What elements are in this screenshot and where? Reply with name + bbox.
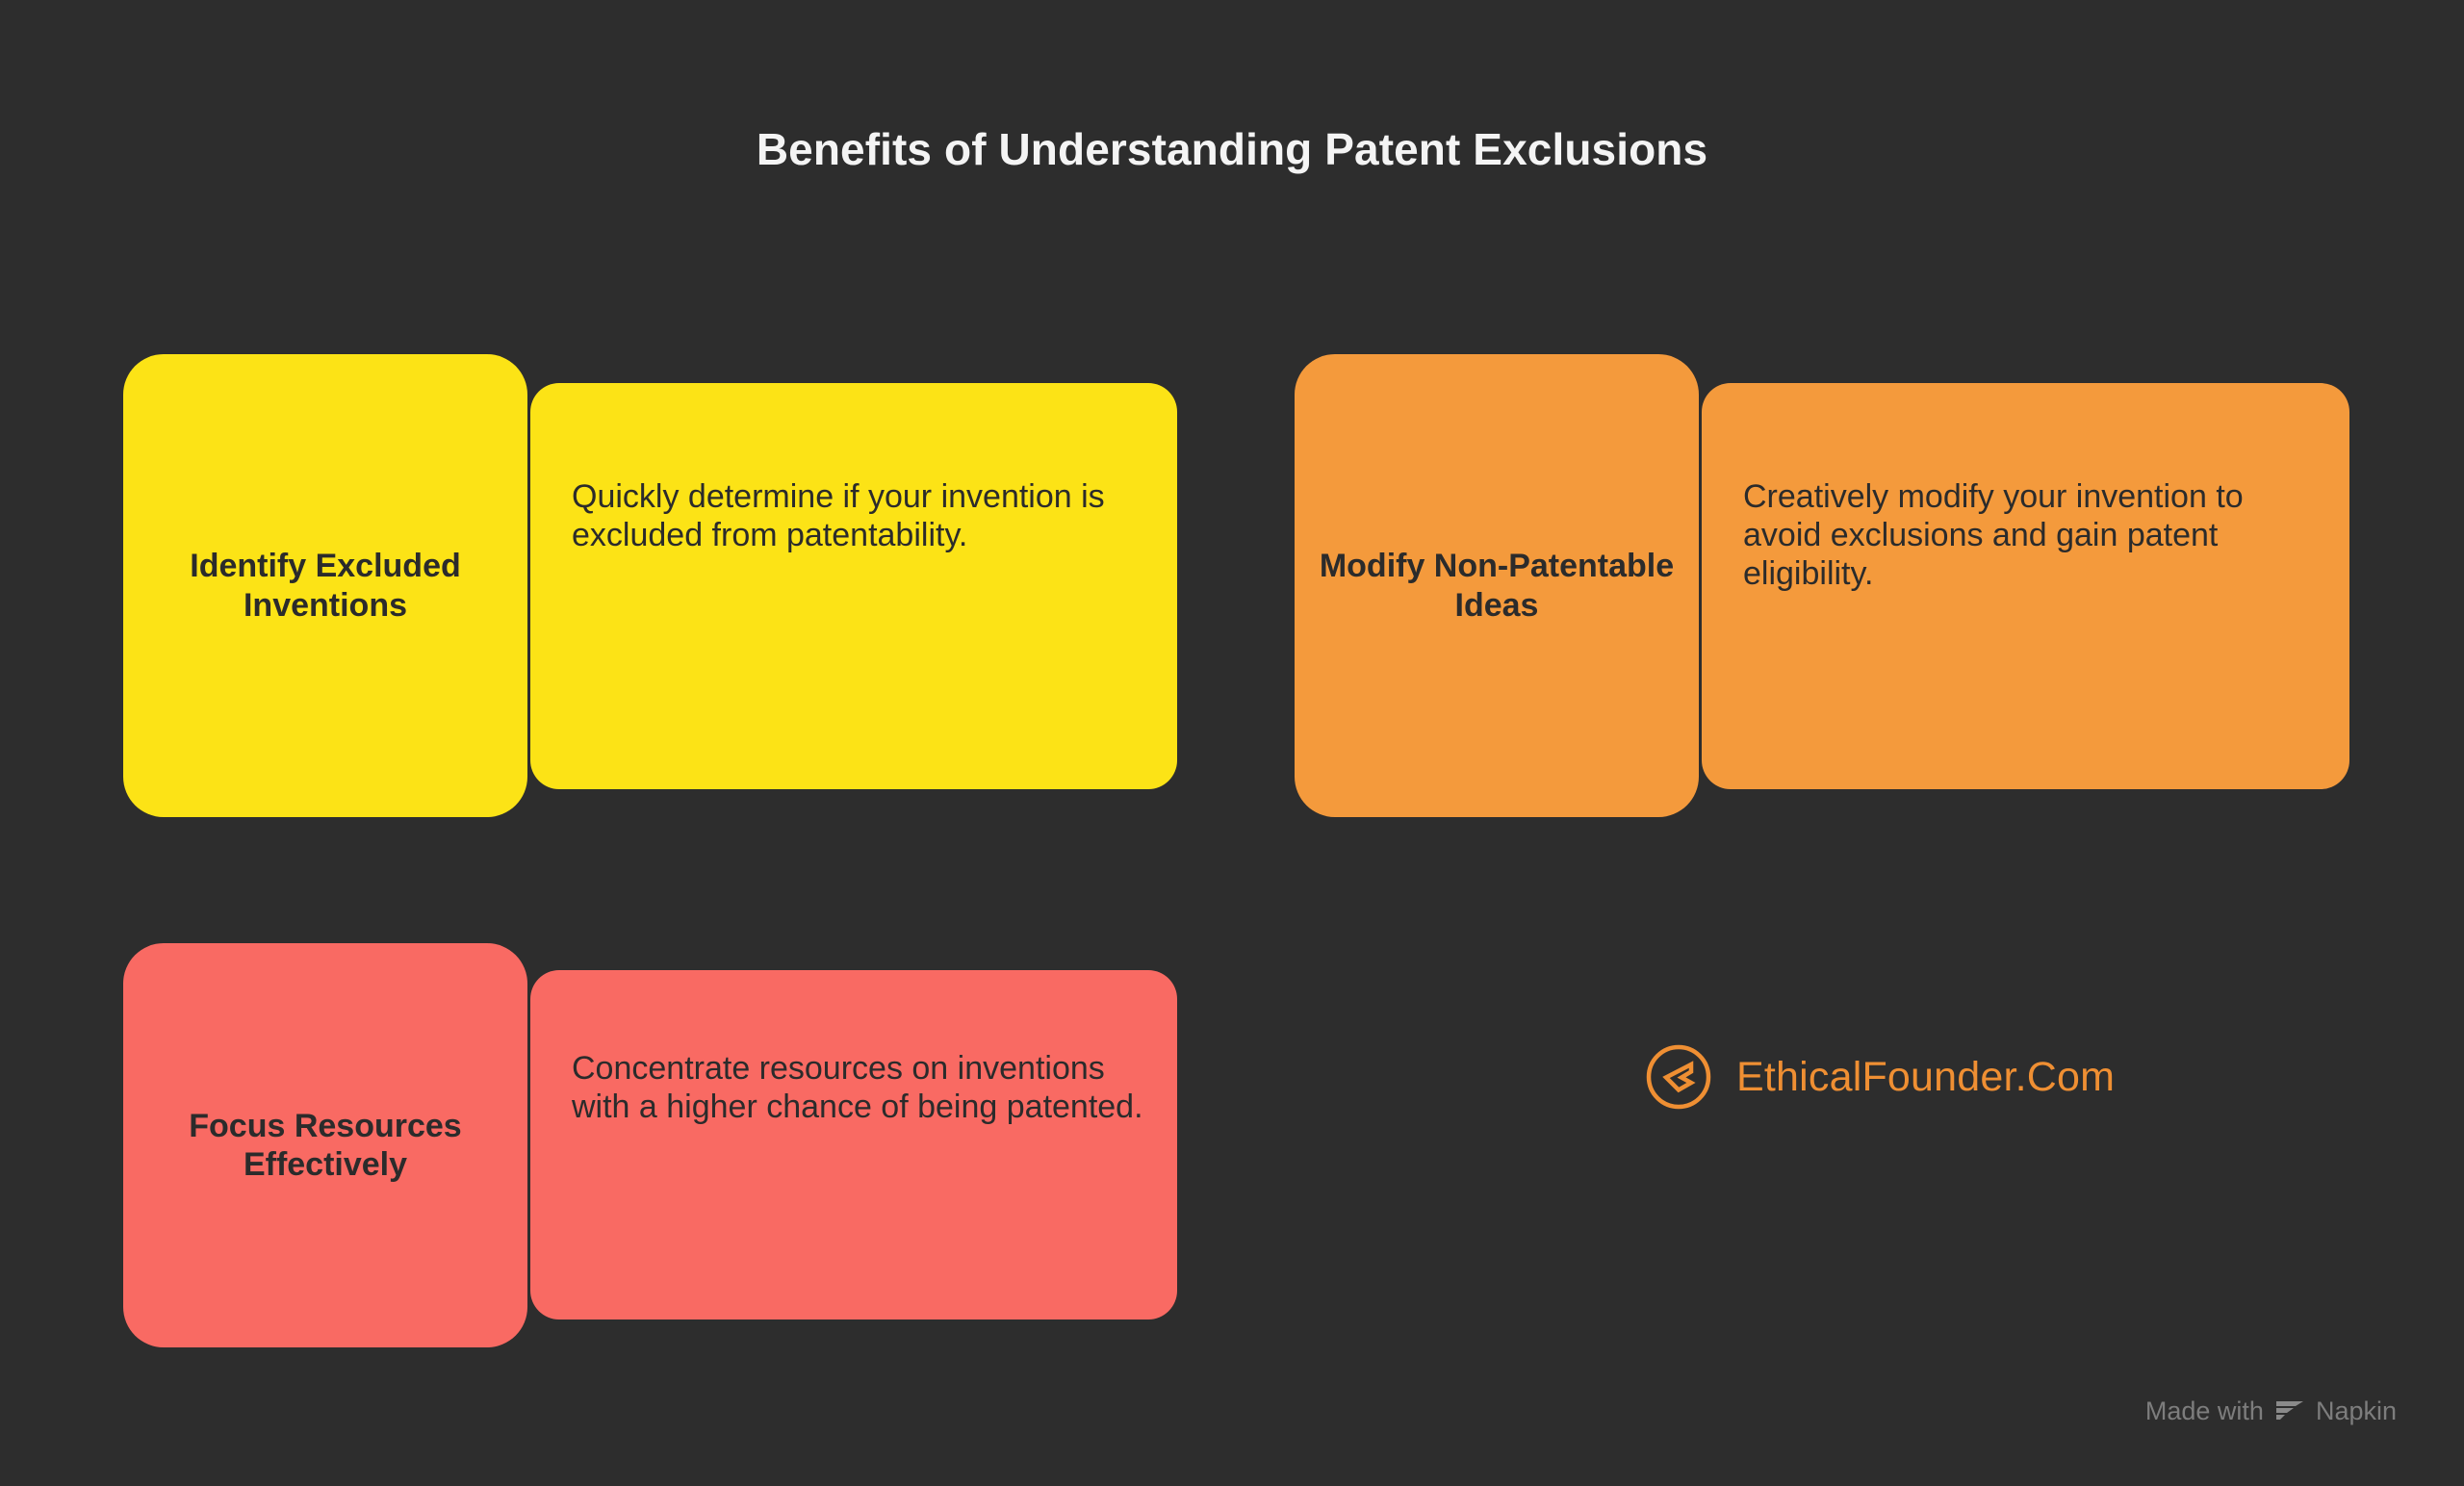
benefit-card-body-text: Creatively modify your invention to avoi… xyxy=(1743,478,2244,593)
napkin-watermark[interactable]: Made with Napkin xyxy=(2145,1396,2397,1426)
benefit-card-label: Focus Resources Effectively xyxy=(123,943,527,1347)
benefit-card-body: Concentrate resources on inventions with… xyxy=(530,970,1177,1319)
benefit-card-label: Identify Excluded Inventions xyxy=(123,354,527,817)
benefit-card-body: Quickly determine if your invention is e… xyxy=(530,383,1177,789)
brand-name: EthicalFounder.Com xyxy=(1736,1053,2116,1100)
brand-lockup[interactable]: EthicalFounder.Com xyxy=(1644,1042,2115,1112)
benefit-card-label: Modify Non-Patentable Ideas xyxy=(1295,354,1699,817)
benefit-card-body: Creatively modify your invention to avoi… xyxy=(1702,383,2349,789)
page-title: Benefits of Understanding Patent Exclusi… xyxy=(756,124,1708,174)
benefit-card-body-text: Concentrate resources on inventions with… xyxy=(572,1050,1143,1126)
watermark-prefix: Made with xyxy=(2144,1396,2264,1425)
watermark-product: Napkin xyxy=(2315,1396,2397,1425)
ethical-founder-logo-icon xyxy=(1646,1044,1711,1110)
napkin-logo-icon xyxy=(2275,1400,2303,1420)
benefit-card-body-text: Quickly determine if your invention is e… xyxy=(572,478,1105,554)
